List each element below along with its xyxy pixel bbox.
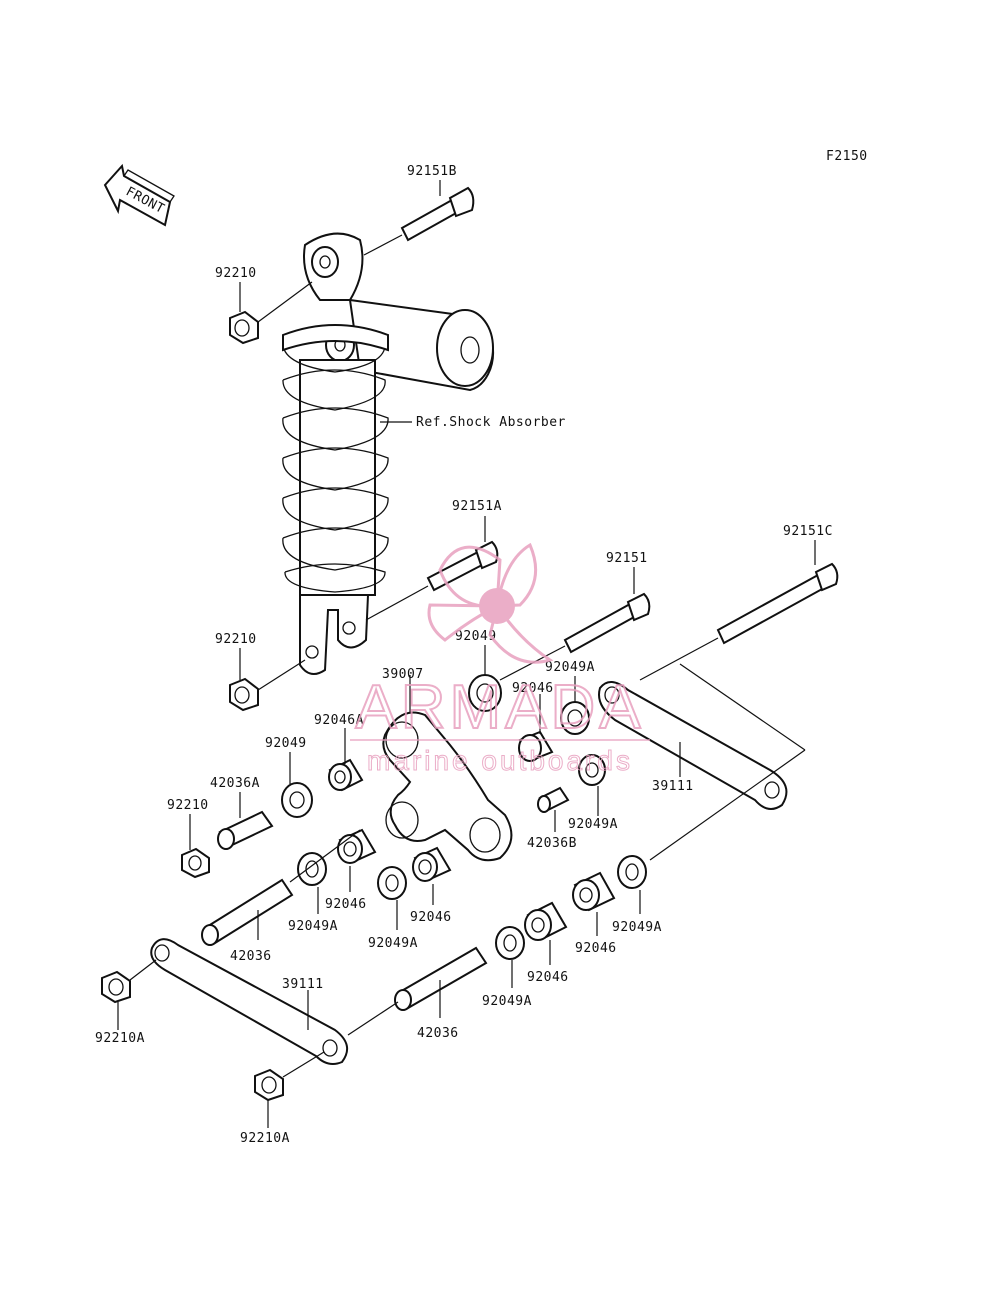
bushing-92046-lower: [524, 901, 568, 941]
nut-92210a-left: [101, 959, 157, 1004]
label-bushing-92046-upper: 92046: [512, 681, 554, 696]
bushing-92046-center2: [412, 846, 452, 882]
washer-92049a-right-small: [578, 754, 606, 786]
label-rocker-arm: 39007: [382, 667, 424, 682]
bushing-92046-right: [572, 871, 616, 912]
label-bolt-c: 92151C: [783, 524, 833, 539]
label-rod-right: 39111: [652, 779, 694, 794]
rocker-arm: [382, 711, 513, 862]
shock-absorber: [282, 232, 495, 675]
sleeve-42036-bottom: [347, 946, 488, 1036]
label-bolt-top: 92151B: [407, 164, 457, 179]
label-sleeve-42036-bottom: 42036: [417, 1026, 459, 1041]
bolt-c: [639, 562, 839, 681]
bolt-top: [363, 186, 475, 256]
bushing-92046a: [328, 758, 364, 792]
nut-92210a-bottom: [254, 1051, 325, 1102]
nut-shock-bottom: [229, 659, 306, 712]
armada-watermark: ARMADA marine outboards: [350, 542, 650, 777]
label-bushing-92046-center: 92046: [325, 897, 367, 912]
label-nut-shock-bottom: 92210: [215, 632, 257, 647]
label-washer-92049a-lower: 92049A: [482, 994, 532, 1009]
label-bushing-92046-center2: 92046: [410, 910, 452, 925]
label-sleeve-42036a: 42036A: [210, 776, 260, 791]
washer-92049-left: [281, 782, 313, 818]
label-nut-92210a-bottom: 92210A: [240, 1131, 290, 1146]
label-washer-92049a-upper: 92049A: [545, 660, 595, 675]
nut-top: [229, 281, 313, 345]
bolt-mid: [499, 592, 651, 681]
washer-92049a-upper: [560, 701, 590, 735]
figure-code: F2150: [826, 149, 868, 164]
rod-right: [598, 663, 806, 861]
propeller-logo-icon: [427, 542, 554, 664]
washer-92049a-center2: [377, 866, 407, 900]
label-sleeve-42036b: 42036B: [527, 836, 577, 851]
label-washer-92049-upper: 92049: [455, 629, 497, 644]
nut-left: [181, 847, 210, 879]
bushing-92046-upper: [518, 730, 554, 762]
label-bushing-92046a: 92046A: [314, 713, 364, 728]
sleeve-42036b: [537, 786, 570, 813]
label-bolt-mid: 92151: [606, 551, 648, 566]
label-bushing-92046-lower: 92046: [527, 970, 569, 985]
washer-92049a-lower: [495, 926, 525, 960]
label-washer-92049a-center2: 92049A: [368, 936, 418, 951]
label-washer-92049a-center: 92049A: [288, 919, 338, 934]
bolt-a: [365, 540, 499, 621]
washer-92049a-far-right: [617, 855, 647, 889]
label-bolt-a: 92151A: [452, 499, 502, 514]
watermark-brand: ARMADA: [355, 673, 644, 742]
label-nut-top: 92210: [215, 266, 257, 281]
sleeve-42036a: [217, 810, 274, 850]
label-washer-92049a-right-small: 92049A: [568, 817, 618, 832]
label-nut-92210a-left: 92210A: [95, 1031, 145, 1046]
label-nut-left: 92210: [167, 798, 209, 813]
front-arrow-icon: FRONT: [103, 163, 175, 227]
label-shock-ref: Ref.Shock Absorber: [416, 415, 566, 430]
label-sleeve-42036-left: 42036: [230, 949, 272, 964]
label-washer-92049a-far-right: 92049A: [612, 920, 662, 935]
label-rod-left: 39111: [282, 977, 324, 992]
rod-left: [150, 938, 349, 1065]
label-washer-92049-left: 92049: [265, 736, 307, 751]
label-bushing-92046-right: 92046: [575, 941, 617, 956]
sleeve-42036-left: [201, 829, 361, 946]
watermark-tagline: marine outboards: [367, 745, 633, 776]
bushing-92046-center: [337, 828, 377, 864]
